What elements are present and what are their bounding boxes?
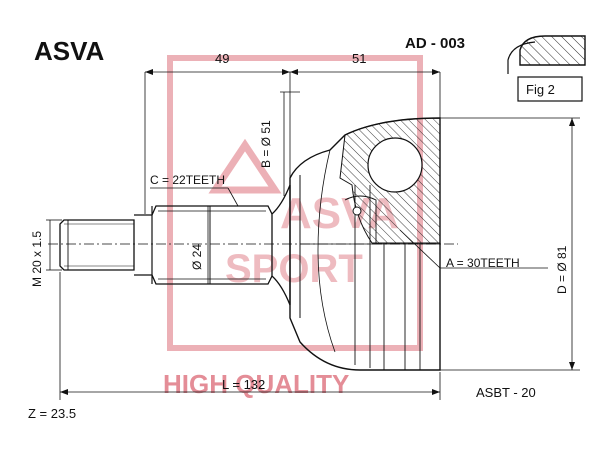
fig-inset: Fig 2 — [507, 35, 586, 102]
z-value-label: Z = 23.5 — [28, 406, 76, 421]
bell-housing — [289, 117, 441, 371]
fig-label-box — [517, 76, 583, 102]
splined-shaft — [134, 205, 273, 285]
watermark-slogan: HIGH QUALITY — [163, 369, 349, 399]
shaft-diameter-label: Ø 24 — [190, 244, 204, 270]
cage-pin — [352, 206, 362, 216]
length-right-label: 51 — [352, 51, 366, 66]
watermark-triangle-icon — [208, 138, 282, 194]
total-length-label: L = 132 — [222, 377, 265, 392]
b-diameter-label: B = Ø 51 — [259, 120, 273, 168]
length-left-label: 49 — [215, 51, 229, 66]
code-label: ASBT - 20 — [476, 385, 536, 400]
thread-label: M 20 x 1.5 — [30, 231, 44, 287]
ball-circle — [367, 137, 423, 193]
a-teeth-label: A = 30TEETH — [446, 256, 520, 270]
top-dimensions — [144, 69, 441, 214]
threaded-stub — [59, 219, 135, 271]
part-number: AD - 003 — [405, 35, 465, 52]
c-teeth-label: C = 22TEETH — [150, 173, 225, 187]
d-diameter-label: D = Ø 81 — [555, 245, 569, 294]
brand-logo: ASVA — [34, 36, 105, 66]
fig-label: Fig 2 — [526, 82, 555, 97]
